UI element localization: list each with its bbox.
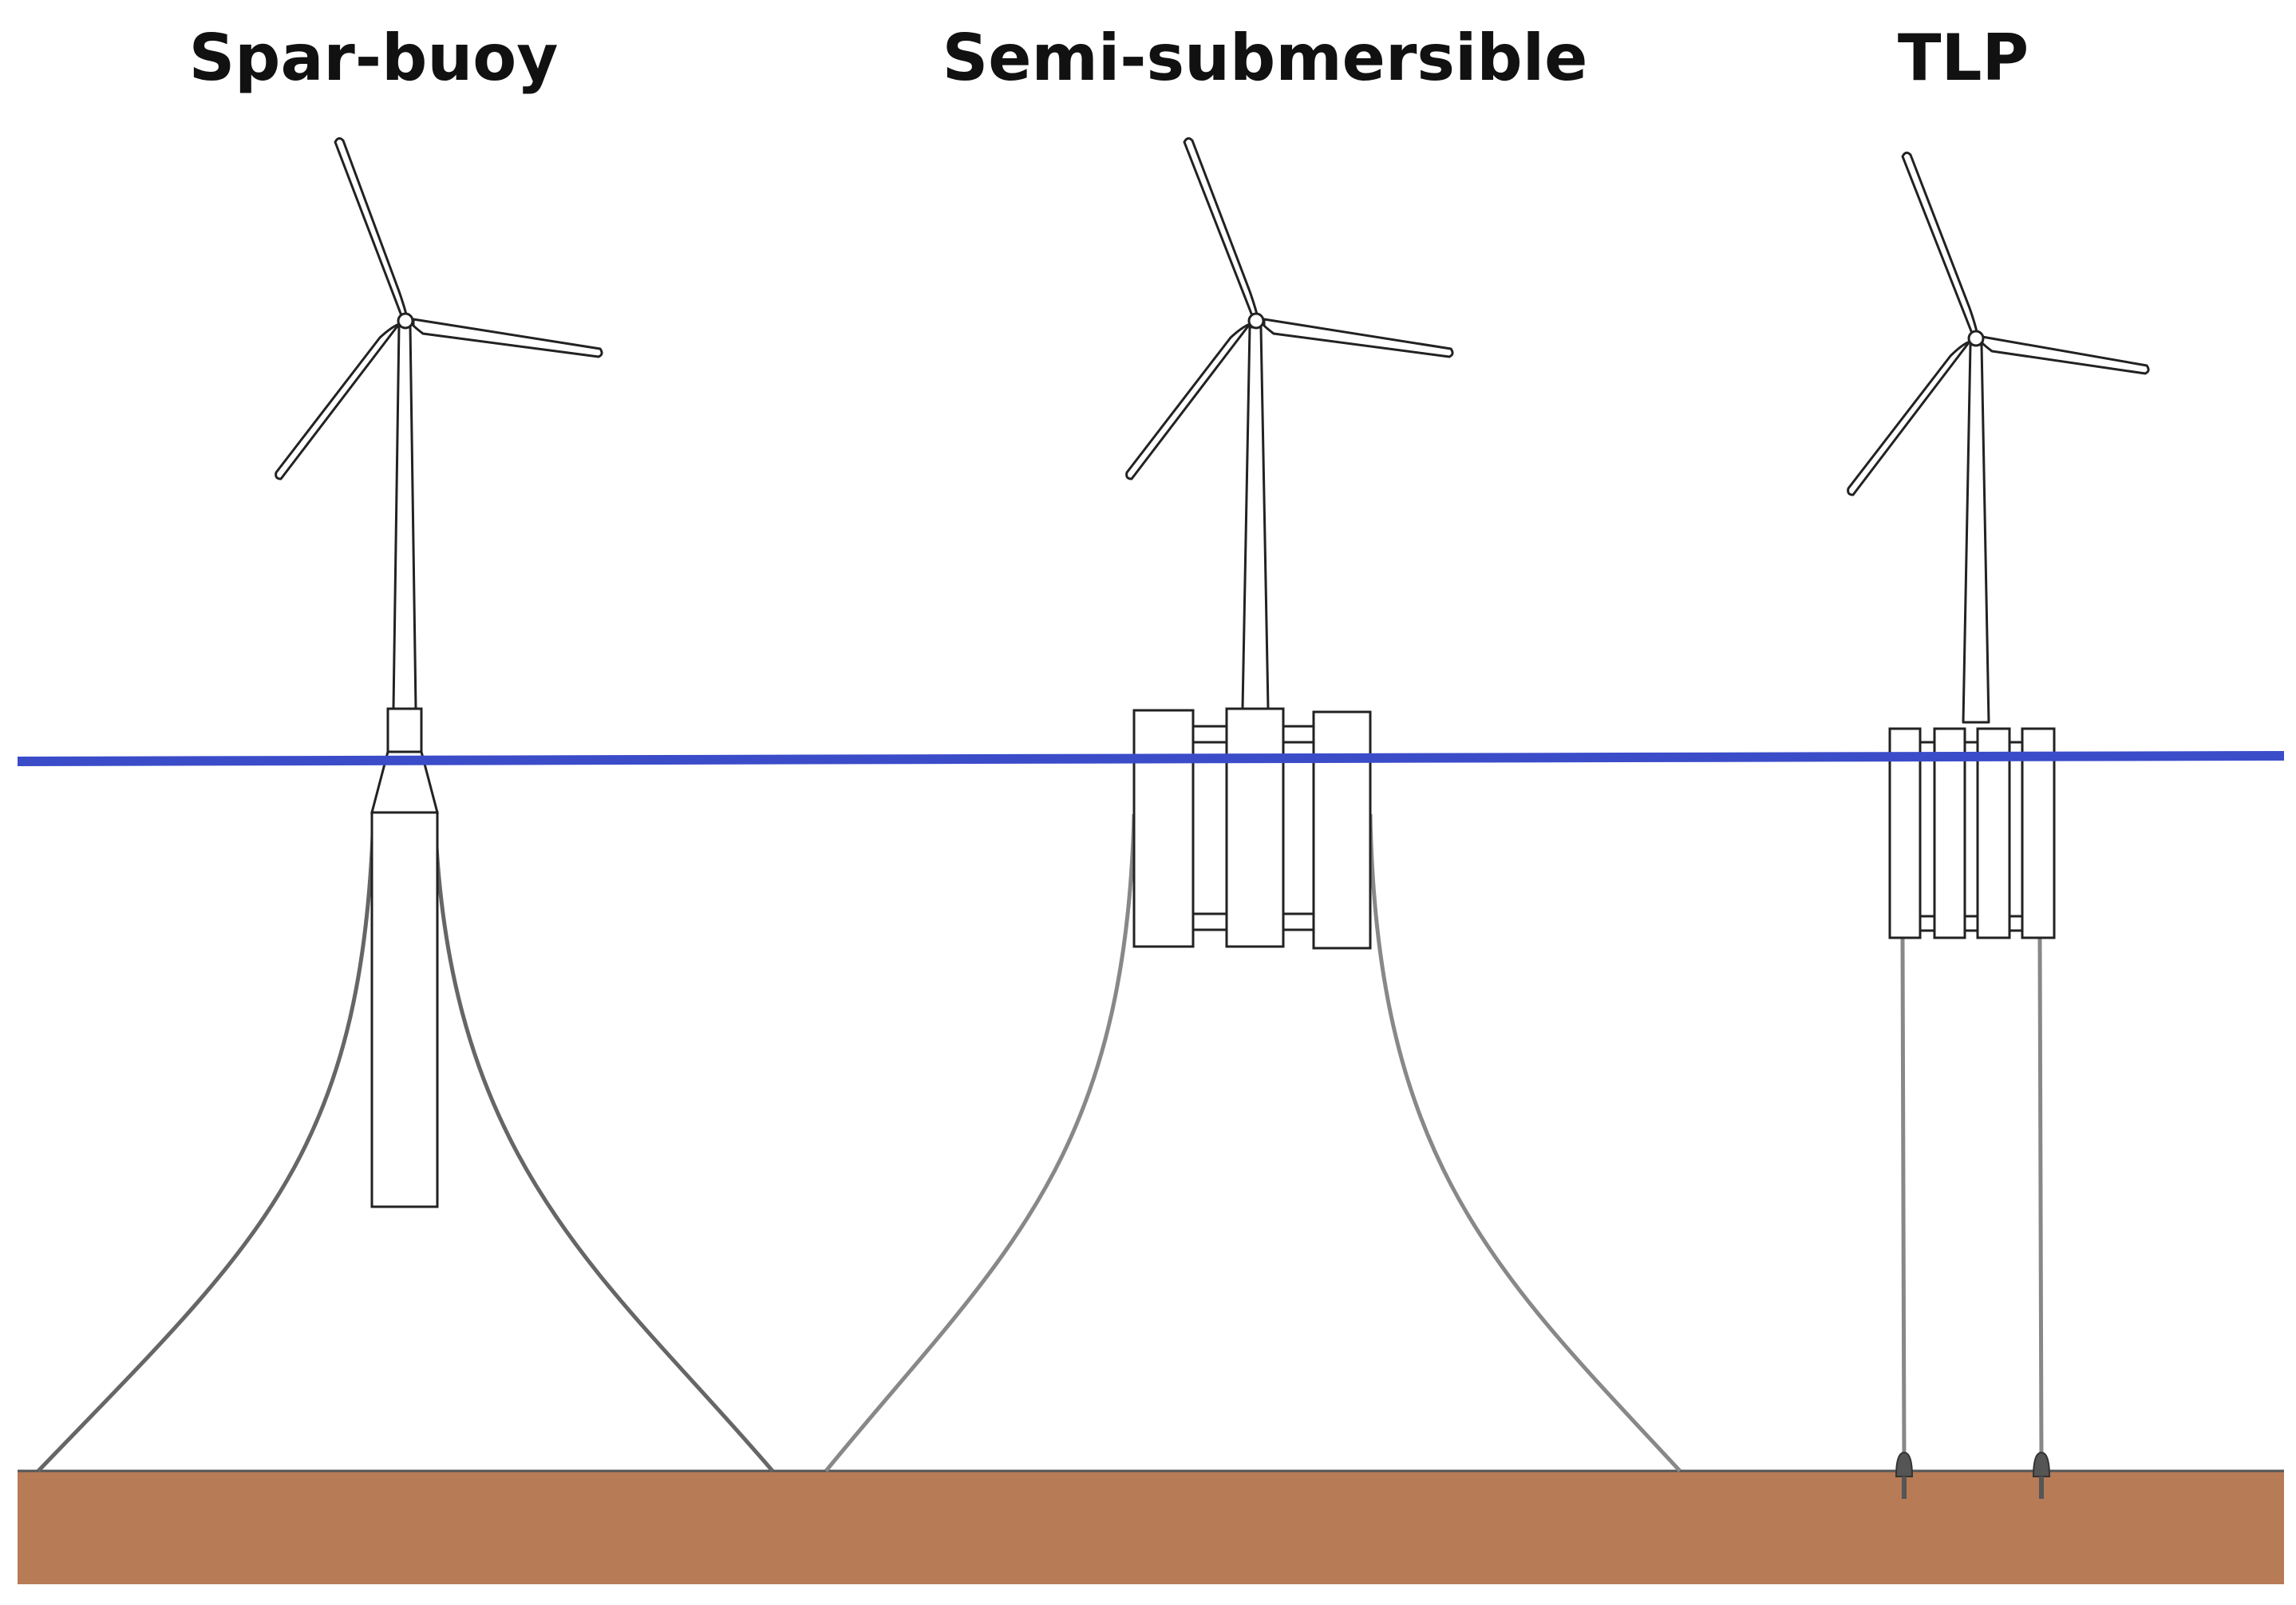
- tlp-tendons: [1900, 937, 2044, 1465]
- semi-mooring-lines: [824, 813, 1681, 1473]
- seabed: [18, 1471, 2284, 1584]
- spar-turbine: [275, 136, 603, 710]
- tlp-turbine: [1847, 151, 2150, 724]
- spar-mooring-lines: [37, 813, 774, 1473]
- tlp-title: TLP: [1898, 21, 2029, 95]
- semi-submersible-turbine: [1125, 136, 1454, 710]
- spar-buoy-title: Spar-buoy: [189, 21, 559, 95]
- spar-buoy-platform: [370, 707, 439, 1208]
- semi-submersible-platform: [1132, 707, 1372, 950]
- tlp-anchors: [1895, 1451, 2051, 1499]
- water-surface-line: [17, 751, 2285, 766]
- semi-submersible-title: Semi-submersible: [943, 21, 1588, 95]
- tlp-platform: [1888, 727, 2056, 939]
